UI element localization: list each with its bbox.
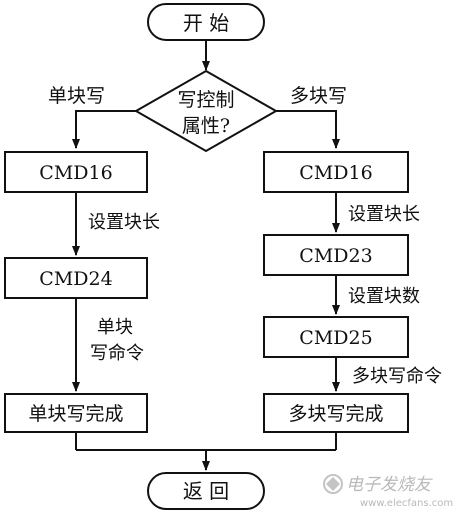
arrow-decision-right <box>276 110 340 149</box>
right-done-label: 多块写完成 <box>288 403 383 425</box>
left-label-block-length: 设置块长 <box>88 212 160 233</box>
right-done-box <box>263 393 409 433</box>
right-cmd23-label: CMD23 <box>299 245 372 267</box>
arrow-decision-left <box>72 110 136 149</box>
watermark: 电子发烧友 www.elecfans.com <box>323 474 453 509</box>
decision-label-line2: 属性? <box>182 115 230 137</box>
left-cmd16-box <box>4 151 148 193</box>
right-cmd16-label: CMD16 <box>299 162 372 184</box>
left-label-single-line1: 单块 <box>97 317 133 338</box>
decision-diamond <box>133 69 279 153</box>
watermark-logo-mark-icon <box>326 477 340 491</box>
branch-left-label: 单块写 <box>48 85 105 107</box>
left-cmd24-label: CMD24 <box>39 268 112 290</box>
return-terminal <box>147 472 265 510</box>
left-done-label: 单块写完成 <box>28 403 123 425</box>
left-done-box <box>4 393 148 433</box>
watermark-text-url: www.elecfans.com <box>360 498 453 509</box>
watermark-logo-icon <box>323 474 343 494</box>
watermark-text-cn: 电子发烧友 <box>346 475 433 495</box>
right-label-block-length: 设置块长 <box>348 204 420 225</box>
right-cmd23-box <box>263 234 409 276</box>
left-label-single-line2: 写命令 <box>90 343 144 364</box>
decision-label-line1: 写控制 <box>177 89 234 111</box>
right-cmd25-label: CMD25 <box>299 327 372 349</box>
right-label-block-count: 设置块数 <box>348 286 420 307</box>
left-cmd16-label: CMD16 <box>39 162 112 184</box>
return-label: 返 回 <box>183 479 229 503</box>
branch-right-label: 多块写 <box>290 85 347 107</box>
right-label-multi-command: 多块写命令 <box>352 366 442 387</box>
start-label: 开 始 <box>183 11 229 35</box>
right-cmd25-box <box>263 316 409 358</box>
